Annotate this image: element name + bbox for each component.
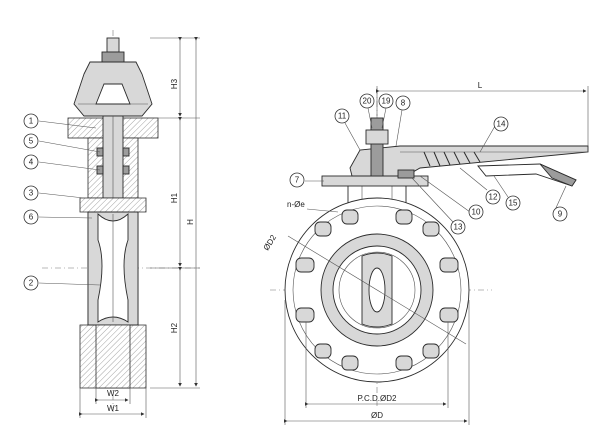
balloon-7: 7 bbox=[289, 172, 305, 188]
balloon-15: 15 bbox=[505, 195, 521, 211]
balloon-3: 3 bbox=[23, 185, 39, 201]
dim-w2: W2 bbox=[107, 389, 120, 398]
dim-od: ØD bbox=[371, 411, 383, 420]
dim-h1: H1 bbox=[170, 192, 179, 203]
balloon-13: 13 bbox=[450, 219, 466, 235]
balloon-20: 20 bbox=[359, 93, 375, 109]
svg-text:2: 2 bbox=[29, 279, 34, 288]
balloon-1: 1 bbox=[23, 113, 39, 129]
svg-text:14: 14 bbox=[497, 120, 506, 129]
dim-l: L bbox=[478, 81, 483, 90]
svg-text:4: 4 bbox=[29, 158, 34, 167]
svg-text:1: 1 bbox=[29, 117, 34, 126]
svg-text:8: 8 bbox=[401, 99, 406, 108]
front-view: L P.C.D.ØD2 ØD ØD2 n-Øe 11 20 19 8 7 14 … bbox=[262, 81, 589, 425]
svg-text:13: 13 bbox=[454, 223, 463, 232]
handle-teeth bbox=[423, 151, 481, 167]
svg-text:7: 7 bbox=[295, 176, 300, 185]
balloon-6: 6 bbox=[23, 209, 39, 225]
svg-text:20: 20 bbox=[363, 97, 372, 106]
dim-bolt-holes: n-Øe bbox=[287, 200, 305, 209]
svg-text:9: 9 bbox=[558, 210, 563, 219]
balloon-19: 19 bbox=[378, 93, 394, 109]
dim-h: H bbox=[186, 219, 195, 225]
balloon-2: 2 bbox=[23, 275, 39, 291]
balloon-14: 14 bbox=[493, 116, 509, 132]
svg-text:11: 11 bbox=[338, 112, 347, 121]
balloon-5: 5 bbox=[23, 133, 39, 149]
dim-h2: H2 bbox=[170, 322, 179, 333]
dim-w1: W1 bbox=[107, 404, 120, 413]
svg-text:5: 5 bbox=[29, 137, 34, 146]
balloon-9: 9 bbox=[552, 206, 568, 222]
svg-text:12: 12 bbox=[489, 193, 498, 202]
balloon-11: 11 bbox=[334, 108, 350, 124]
svg-text:15: 15 bbox=[509, 199, 518, 208]
balloon-12: 12 bbox=[485, 189, 501, 205]
balloon-10: 10 bbox=[468, 204, 484, 220]
balloon-8: 8 bbox=[395, 95, 411, 111]
dim-od2: ØD2 bbox=[262, 233, 279, 252]
svg-text:10: 10 bbox=[472, 208, 481, 217]
dim-pcd: P.C.D.ØD2 bbox=[358, 394, 398, 403]
svg-text:6: 6 bbox=[29, 213, 34, 222]
dim-h3: H3 bbox=[170, 78, 179, 89]
svg-text:19: 19 bbox=[382, 97, 391, 106]
body-ribs bbox=[295, 209, 459, 371]
balloon-4: 4 bbox=[23, 154, 39, 170]
svg-text:3: 3 bbox=[29, 189, 34, 198]
side-section-view: W2 W1 H3 H1 H2 H 1 5 4 3 6 2 bbox=[23, 30, 200, 418]
